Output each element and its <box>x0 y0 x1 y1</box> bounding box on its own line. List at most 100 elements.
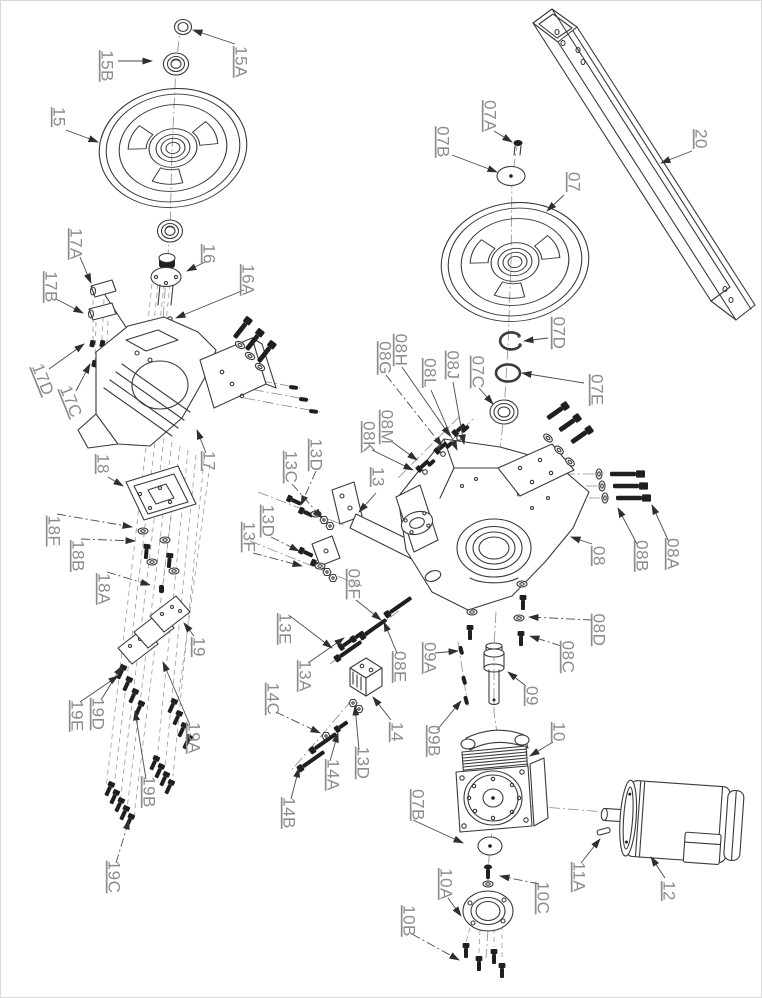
leader-13A-23 <box>307 637 345 664</box>
part-label-12: 12 <box>660 881 679 901</box>
leader-10-38 <box>529 741 554 757</box>
leader-10B-35 <box>411 933 460 961</box>
part-label-19C: 19C <box>105 861 124 894</box>
leader-12-37 <box>650 856 666 879</box>
leader-19C-61 <box>115 819 130 864</box>
bearing-07c <box>489 399 519 425</box>
bar-20 <box>532 8 756 321</box>
bearing-16-upper <box>156 219 184 243</box>
snap-ring-07d <box>498 331 522 351</box>
part-label-14C: 14C <box>264 683 283 716</box>
part-label-07D: 07D <box>550 317 569 350</box>
part-label-13F: 13F <box>240 522 259 553</box>
leader-08H-10 <box>401 366 451 437</box>
leader-08D-41 <box>528 613 593 621</box>
leader-08J-13 <box>452 381 466 445</box>
leader-19-56 <box>183 622 195 637</box>
leader-20-3 <box>660 150 693 164</box>
leader-08M-14 <box>390 440 418 461</box>
part-label-09B: 09B <box>425 725 444 757</box>
part-label-08M: 08M <box>378 410 397 445</box>
part-label-13D: 13D <box>259 505 278 538</box>
leader-18F-53 <box>56 513 133 529</box>
leader-14-27 <box>372 696 392 721</box>
leader-lines <box>48 29 693 961</box>
leader-08C-40 <box>529 635 562 647</box>
leader-18A-55 <box>106 571 151 586</box>
leader-13E-22 <box>289 615 333 649</box>
part-label-08: 08 <box>590 546 609 566</box>
leader-18B-54 <box>80 537 136 545</box>
part-label-08D: 08D <box>590 614 609 647</box>
part-label-15B: 15B <box>98 50 117 82</box>
leader-08B-43 <box>617 507 638 545</box>
leader-07B-32 <box>412 819 464 844</box>
part-label-19E: 19E <box>68 700 87 732</box>
screws-10b <box>462 943 506 978</box>
gib-strips-19 <box>117 595 191 665</box>
part-label-19D: 19D <box>89 698 108 731</box>
leader-10C-34 <box>499 874 540 885</box>
part-label-07: 07 <box>565 172 584 192</box>
leader-13-18 <box>358 492 377 513</box>
leader-16A-46 <box>175 289 245 319</box>
bracket-17-mount <box>199 337 319 414</box>
part-label-08J: 08J <box>444 351 463 380</box>
part-label-19B: 19B <box>140 776 159 808</box>
leader-11A-36 <box>580 838 601 864</box>
leader-17A-47 <box>79 256 92 284</box>
leader-08G-11 <box>385 374 443 447</box>
part-label-07B: 07B <box>434 126 453 158</box>
motor-12 <box>600 779 745 865</box>
part-label-16A: 16A <box>239 264 258 296</box>
part-label-19A: 19A <box>185 722 204 754</box>
part-label-13D: 13D <box>354 747 373 780</box>
part-label-09: 09 <box>523 686 542 706</box>
housing-10 <box>455 729 549 833</box>
part-label-08K: 08K <box>360 421 379 453</box>
leader-07D-7 <box>523 336 549 344</box>
bearing-15b <box>162 52 190 76</box>
shaft-09 <box>483 642 505 706</box>
leader-18-52 <box>107 476 124 487</box>
pulley-07 <box>433 193 596 331</box>
part-label-17C: 17C <box>56 383 86 420</box>
part-label-08F: 08F <box>345 569 364 600</box>
leader-07C-9 <box>478 387 494 405</box>
screw-10c <box>482 864 494 888</box>
part-label-14A: 14A <box>324 759 343 791</box>
part-label-18A: 18A <box>95 573 114 605</box>
leader-10A-33 <box>447 897 462 917</box>
leader-13D-16 <box>300 470 317 506</box>
leader-15A-0 <box>192 29 236 45</box>
leader-09B-28 <box>436 700 462 731</box>
leader-17B-48 <box>55 298 84 314</box>
leader-14C-24 <box>275 711 321 734</box>
hardware-18 <box>137 527 180 593</box>
part-label-08E: 08E <box>391 651 410 683</box>
leader-17C-50 <box>75 363 91 392</box>
leader-17D-49 <box>48 343 85 370</box>
part-label-07B: 07B <box>409 789 428 821</box>
part-label-19: 19 <box>190 637 209 657</box>
part-label-08B: 08B <box>633 540 652 572</box>
leader-08L-12 <box>430 389 458 451</box>
part-label-08H: 08H <box>392 334 411 367</box>
carriage-17 <box>77 316 217 449</box>
part-label-18: 18 <box>94 454 113 474</box>
part-label-17B: 17B <box>42 271 61 303</box>
leader-07-6 <box>546 194 565 212</box>
leader-14A-30 <box>329 732 339 762</box>
leader-19E-58 <box>79 675 119 703</box>
part-label-13C: 13C <box>282 451 301 484</box>
leader-15-2 <box>65 129 99 143</box>
leader-13D-19 <box>270 536 300 552</box>
leader-17-51 <box>196 429 207 454</box>
leader-08F-21 <box>355 599 382 621</box>
plate-18 <box>125 465 197 521</box>
leader-16-45 <box>186 261 206 272</box>
part-label-13: 13 <box>369 467 388 487</box>
leader-08A-44 <box>651 504 670 543</box>
